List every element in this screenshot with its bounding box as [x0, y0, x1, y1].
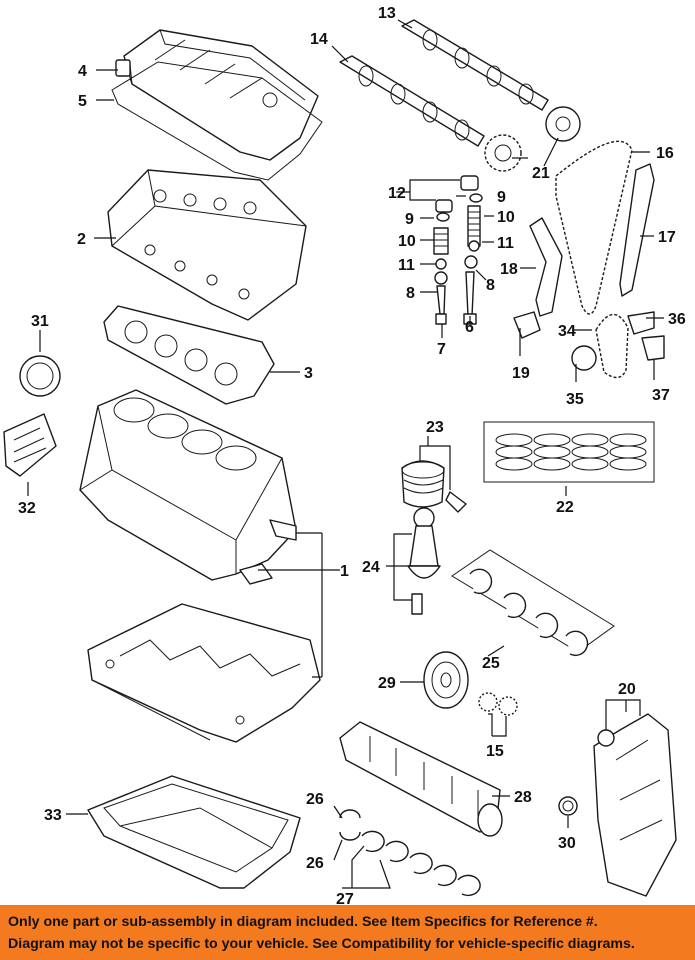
callout-36: 36	[668, 311, 686, 328]
disclaimer-banner: Only one part or sub-assembly in diagram…	[0, 905, 695, 960]
callout-28: 28	[514, 789, 532, 806]
oil-pump	[3, 413, 57, 477]
callout-2: 2	[77, 231, 86, 248]
callout-17: 17	[658, 229, 676, 246]
callout-22: 22	[556, 499, 574, 516]
leader-lines	[27, 19, 664, 889]
rear-main-seal	[19, 355, 61, 397]
callout-37: 37	[652, 387, 670, 404]
callout-1: 1	[340, 563, 349, 580]
callout-32: 32	[18, 500, 36, 517]
head-gasket	[103, 305, 275, 405]
oil-pan	[87, 775, 301, 889]
piston-ring-set	[483, 421, 655, 483]
camshaft-14	[339, 55, 485, 147]
callout-4: 4	[78, 63, 87, 80]
valvetrain	[433, 175, 483, 325]
engine-bedplate	[87, 603, 321, 743]
callout-labels: 4 5 2 3 31 32 1 33 13 14 21 16 17 18 12 …	[18, 5, 686, 905]
cylinder-head	[107, 169, 307, 321]
bearing-set	[451, 549, 615, 657]
callout-13: 13	[378, 5, 396, 22]
callout-16: 16	[656, 145, 674, 162]
timing-chain	[555, 140, 633, 315]
callout-12: 12	[388, 185, 406, 202]
callout-14: 14	[310, 31, 328, 48]
callout-29: 29	[378, 675, 396, 692]
callout-10a: 10	[398, 233, 416, 250]
crank-pulley	[423, 651, 469, 709]
crankshaft	[339, 721, 503, 837]
piston	[401, 460, 467, 513]
callout-23: 23	[426, 419, 444, 436]
oil-pump-chain	[595, 313, 629, 379]
callout-31: 31	[31, 313, 49, 330]
front-crank-seal	[558, 796, 578, 816]
callout-20: 20	[618, 681, 636, 698]
callout-6: 6	[465, 319, 474, 336]
timing-cover	[593, 713, 677, 897]
callout-26b: 26	[306, 855, 324, 872]
callout-8b: 8	[486, 277, 495, 294]
callout-11b: 11	[497, 235, 514, 252]
callout-35: 35	[566, 391, 584, 408]
callout-30: 30	[558, 835, 576, 852]
camshaft-13	[401, 19, 549, 111]
oil-pump-sprocket	[571, 345, 597, 371]
engine-block	[79, 389, 297, 585]
callout-18: 18	[500, 261, 518, 278]
disclaimer-line-1: Only one part or sub-assembly in diagram…	[8, 914, 598, 930]
callout-8a: 8	[406, 285, 415, 302]
disclaimer-line-2: Diagram may not be specific to your vehi…	[8, 936, 635, 952]
chain-tensioner	[513, 311, 541, 339]
valve-cover-gasket	[111, 61, 323, 181]
chain-guide	[619, 163, 655, 297]
cam-sprocket	[484, 106, 581, 172]
callout-33: 33	[44, 807, 62, 824]
valve-cover	[115, 29, 319, 161]
callout-15: 15	[486, 743, 504, 760]
callout-9a: 9	[405, 211, 414, 228]
callout-24: 24	[362, 559, 380, 576]
oil-pump-guide	[627, 311, 655, 335]
connecting-rod	[407, 507, 441, 615]
callout-34: 34	[558, 323, 576, 340]
callout-25: 25	[482, 655, 500, 672]
callout-26a: 26	[306, 791, 324, 808]
tensioner-arm	[529, 217, 563, 317]
callout-27: 27	[336, 891, 354, 905]
callout-21: 21	[532, 165, 550, 182]
callout-5: 5	[78, 93, 87, 110]
callout-9b: 9	[497, 189, 506, 206]
callout-3: 3	[304, 365, 313, 382]
crank-sprocket	[478, 692, 518, 716]
callout-7: 7	[437, 341, 446, 358]
callout-11a: 11	[398, 257, 415, 274]
callout-19: 19	[512, 365, 530, 382]
oil-pump-tensioner	[641, 335, 665, 361]
callout-10b: 10	[497, 209, 515, 226]
engine-parts-diagram: 4 5 2 3 31 32 1 33 13 14 21 16 17 18 12 …	[3, 5, 686, 905]
crank-bearings	[339, 809, 481, 897]
